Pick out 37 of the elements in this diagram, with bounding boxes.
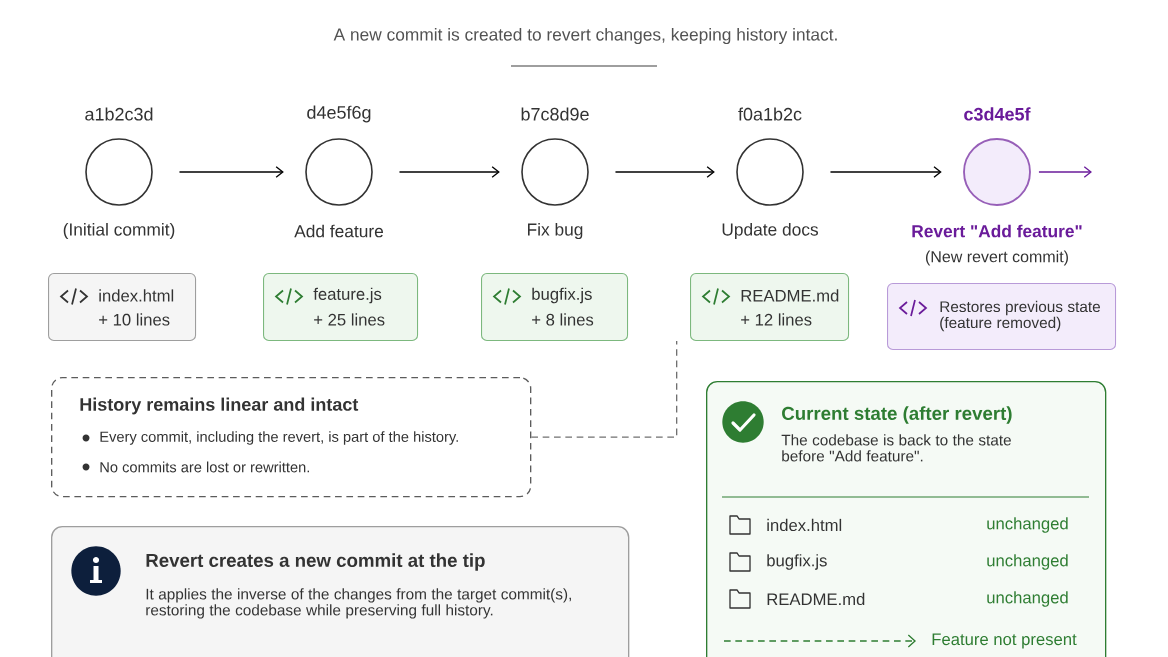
commit-node: d4e5f6g Add feature (294, 105, 383, 238)
file-name: index.html (767, 518, 842, 532)
arrow (829, 166, 942, 178)
node-label: (Initial commit) (63, 222, 175, 240)
commit-node: a1b2c3d (Initial commit) (63, 107, 175, 240)
node-label: f0a1b2c (738, 107, 802, 121)
arrow (398, 166, 500, 178)
connector-line (530, 340, 678, 438)
node-label: d4e5f6g (307, 105, 371, 123)
node-label: Update docs (722, 222, 819, 240)
node-label: Revert "Add feature" (912, 224, 1082, 238)
status-text: unchanged (987, 554, 1068, 570)
node-label: b7c8d9e (521, 107, 589, 121)
note-box: History remains linear and intact Every commit, including the revert, is part of the history. No commits are lost or rewritten. (51, 377, 532, 498)
node-label: Add feature (294, 224, 384, 238)
info-box: Revert creates a new commit at the tip It applies the inverse of the changes from the target commit(s), restoring the codebase while preserving full history. (51, 526, 630, 657)
file-box: Restores previous state (feature removed) (887, 283, 1117, 351)
node-label: a1b2c3d (85, 107, 153, 121)
status-text: unchanged (987, 517, 1068, 533)
file-box: feature.js + 25 lines (263, 273, 419, 342)
node-label: c3d4e5f (964, 107, 1031, 121)
arrow (1038, 166, 1092, 178)
file-box: index.html + 10 lines (48, 273, 197, 342)
commit-node: f0a1b2c Update docs (722, 107, 818, 240)
node-label: Fix bug (528, 222, 583, 240)
commit-node: c3d4e5f Revert "Add feature" (New revert commit) (912, 107, 1082, 266)
status-text: unchanged (987, 591, 1068, 607)
file-name: bugfix.js (767, 554, 827, 570)
node-label: (New revert commit) (925, 250, 1068, 266)
subtitle: A new commit is created to revert changes, keeping history intact. (333, 27, 837, 45)
file-name: README.md (767, 592, 865, 606)
file-box: README.md + 12 lines (690, 273, 850, 342)
commit-node: b7c8d9e Fix bug (521, 107, 589, 240)
arrow (614, 166, 715, 178)
file-box: bugfix.js + 8 lines (481, 273, 629, 342)
arrow (178, 166, 284, 178)
note-text: Feature not present (932, 633, 1077, 649)
